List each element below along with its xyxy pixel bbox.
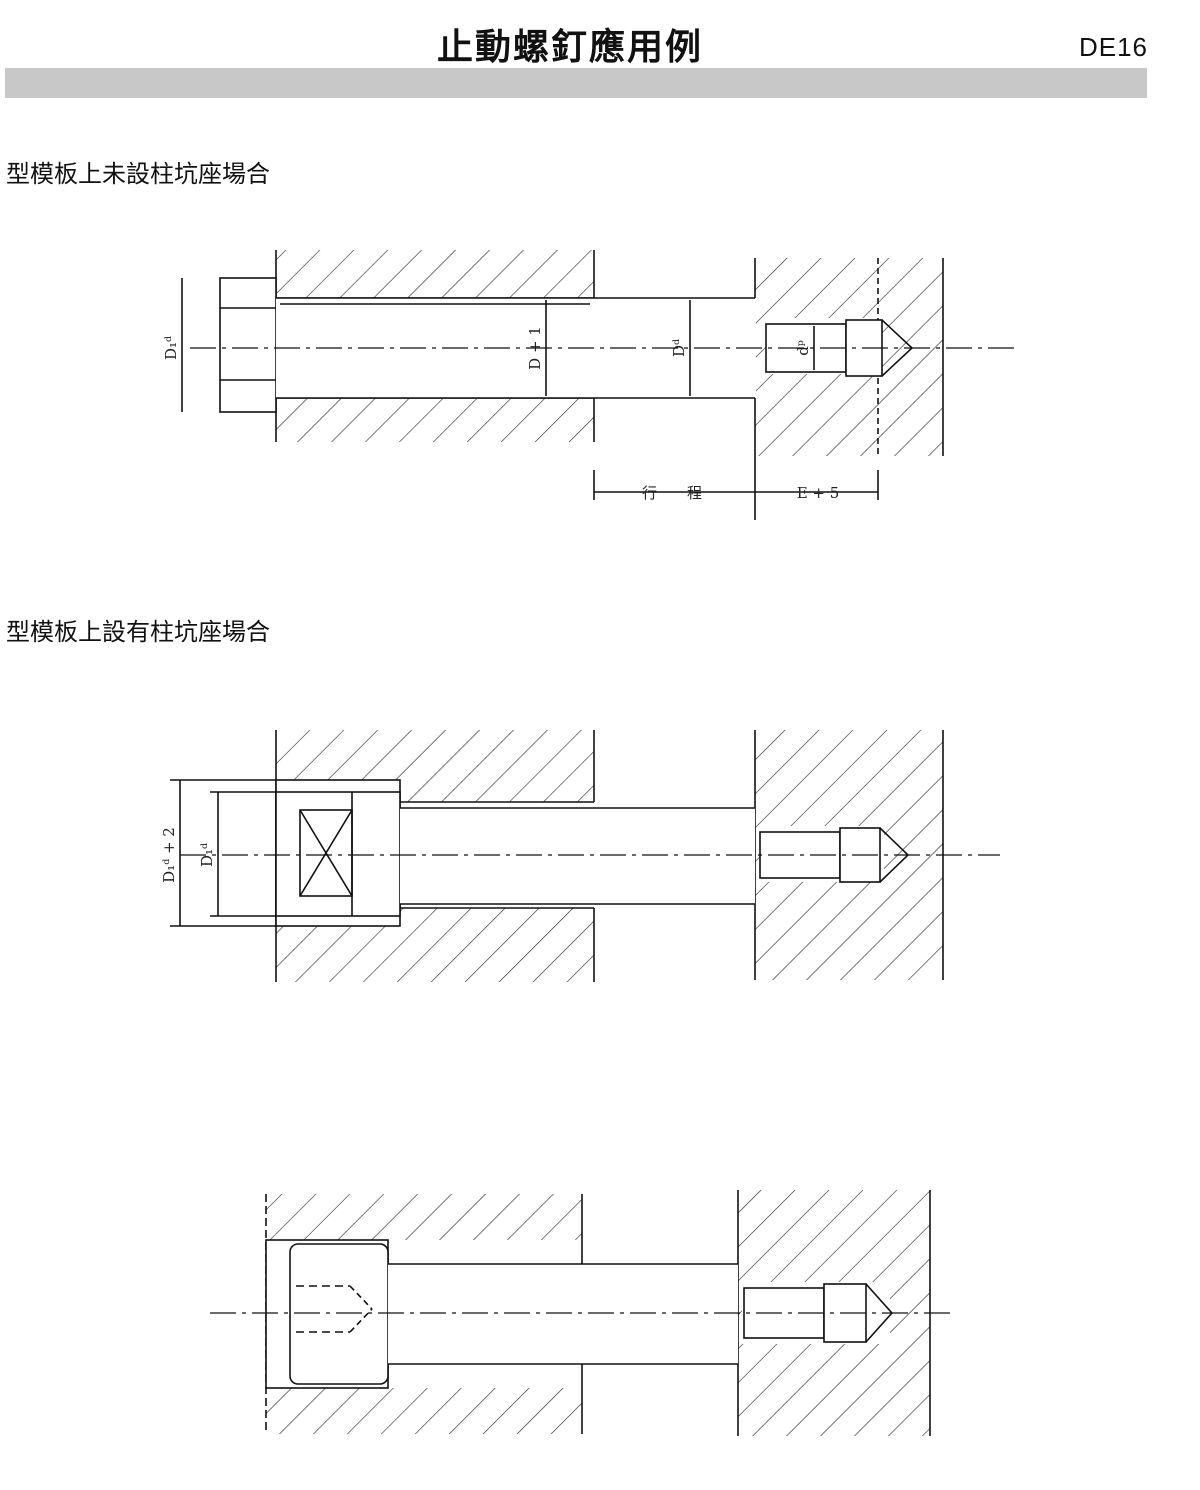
dim-d-head-2: D₁ᵈ	[198, 843, 216, 867]
dim-stroke: 行 程	[642, 484, 702, 502]
dim-e-plus: E + 5	[797, 484, 840, 502]
dim-d-plus: D + 1	[526, 326, 544, 370]
header-bar	[5, 68, 1147, 98]
dim-d-counter: D₁ᵈ + 2	[160, 827, 178, 883]
section-2-caption: 型模板上設有柱坑座場合	[6, 618, 270, 646]
dim-d-head: D₁ᵈ	[162, 336, 180, 360]
diagram-socket-head	[210, 1190, 955, 1436]
section-1-caption: 型模板上未設柱坑座場合	[6, 160, 270, 188]
dim-d-thread: dᵖ	[794, 340, 812, 356]
diagram-with-counterbore: D₁ᵈ + 2 D₁ᵈ	[160, 730, 1000, 982]
dim-d-shank: Dᵈ	[670, 339, 688, 357]
page-code: DE16	[1078, 32, 1148, 62]
page-title: 止動螺釘應用例	[436, 27, 703, 68]
diagram-no-counterbore: D₁ᵈ D + 1 Dᵈ dᵖ 行 程 E + 5	[162, 250, 1020, 520]
